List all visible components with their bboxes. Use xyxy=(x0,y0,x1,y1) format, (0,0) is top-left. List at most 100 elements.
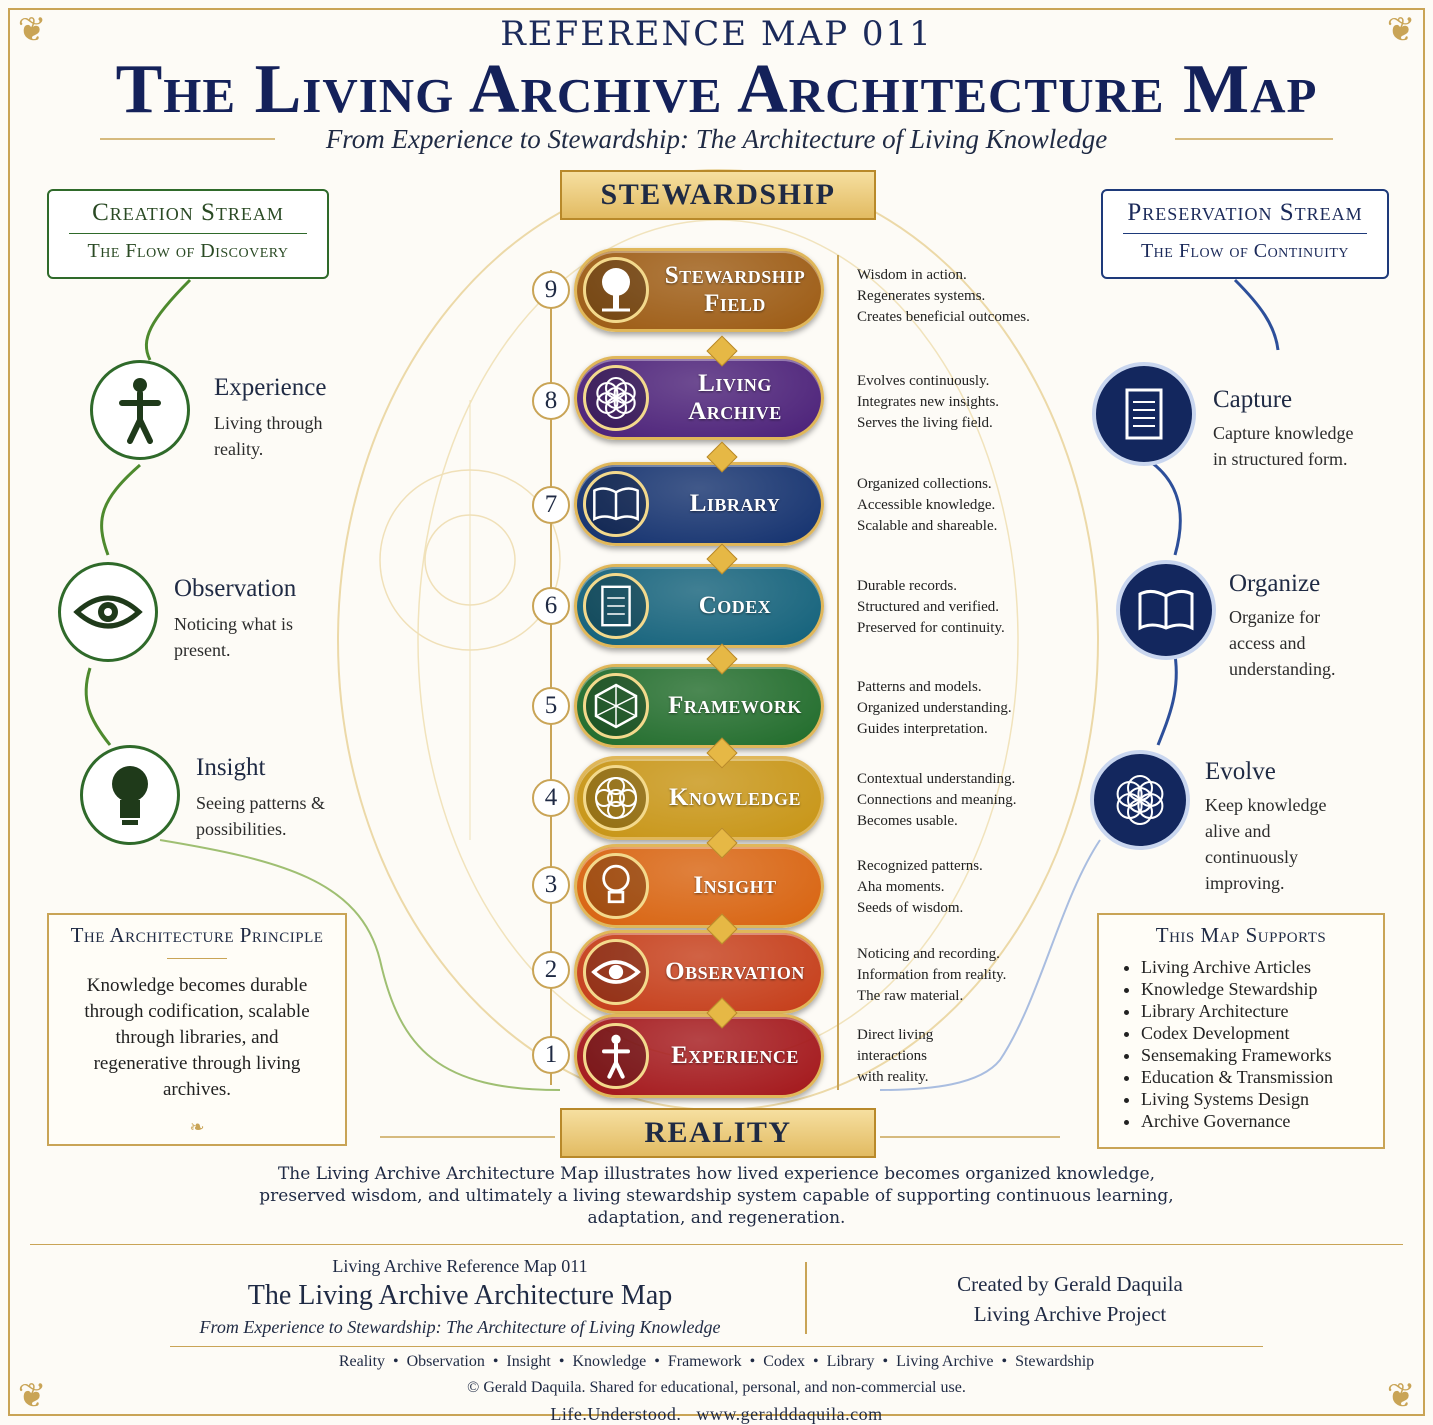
corner-ornament-icon: ❦ xyxy=(17,10,47,50)
experience-step-icon xyxy=(90,360,190,460)
footer-subtitle: From Experience to Stewardship: The Arch… xyxy=(199,1317,721,1337)
scroll-icon xyxy=(1125,388,1163,440)
level-2-pill: Observation xyxy=(574,930,824,1014)
person-icon xyxy=(119,378,161,444)
list-item: Living Archive Articles xyxy=(1141,956,1383,978)
supports-list: Living Archive Articles Knowledge Stewar… xyxy=(1099,956,1383,1132)
corner-ornament-icon: ❦ xyxy=(1386,1376,1416,1416)
footer-project: Living Archive Project xyxy=(973,1302,1167,1326)
level-7-label: Library xyxy=(689,490,781,517)
level-1-number: 1 xyxy=(532,1036,570,1074)
reference-number: REFERENCE MAP 011 xyxy=(500,14,933,54)
corner-ornament-icon: ❦ xyxy=(1386,10,1416,50)
preservation-stream-title: Preservation Stream xyxy=(1127,199,1363,226)
divider xyxy=(69,233,307,234)
level-5-number: 5 xyxy=(532,687,570,725)
level-5-description: Patterns and models.Organized understand… xyxy=(857,679,1012,737)
reality-banner: REALITY xyxy=(560,1108,876,1158)
preservation-stream-box: Preservation Stream The Flow of Continui… xyxy=(1101,189,1389,279)
open-book-icon xyxy=(583,471,649,537)
level-4-number: 4 xyxy=(532,779,570,817)
flower-of-life-icon xyxy=(583,365,649,431)
observation-step-icon xyxy=(58,562,158,662)
tree-icon xyxy=(583,257,649,323)
stewardship-banner: STEWARDSHIP xyxy=(560,170,876,220)
supports-title: This Map Supports xyxy=(1155,923,1327,947)
lightbulb-icon xyxy=(583,853,649,919)
evolve-step-title: Evolve xyxy=(1205,758,1276,785)
level-7-number: 7 xyxy=(532,486,570,524)
lightbulb-icon xyxy=(112,766,148,825)
footer-sequence: Reality • Observation • Insight • Knowle… xyxy=(338,1353,1095,1370)
divider xyxy=(805,1262,807,1334)
list-item: Codex Development xyxy=(1141,1022,1383,1044)
level-8-description: Evolves continuously.Integrates new insi… xyxy=(857,373,1000,431)
divider xyxy=(1123,233,1367,234)
level-6-number: 6 xyxy=(532,587,570,625)
organize-step-icon xyxy=(1116,560,1216,660)
level-5-label: Framework xyxy=(668,692,802,719)
level-9-pill: Stewardship Field xyxy=(574,248,824,332)
level-6-label: Codex xyxy=(698,592,772,619)
footer-website[interactable]: Life.Understood. www.geralddaquila.com xyxy=(550,1404,883,1424)
level-4-label: Knowledge xyxy=(669,784,801,811)
capture-step-title: Capture xyxy=(1213,386,1293,413)
eye-icon xyxy=(73,595,143,629)
page-title: The Living Archive Architecture Map xyxy=(115,51,1318,128)
observation-step-title: Observation xyxy=(174,575,297,602)
level-4-pill: Knowledge xyxy=(574,756,824,840)
level-3-number: 3 xyxy=(532,866,570,904)
preservation-stream-subtitle: The Flow of Continuity xyxy=(1140,240,1350,262)
insight-step-desc: Seeing patterns & possibilities. xyxy=(196,793,325,839)
geodesic-icon xyxy=(583,673,649,739)
list-item: Education & Transmission xyxy=(1141,1066,1383,1088)
creation-stream-title: Creation Stream xyxy=(92,199,284,226)
evolve-step-desc: Keep knowledge alive and continuously im… xyxy=(1205,795,1327,893)
level-8-label: Living Archive xyxy=(688,370,782,425)
footer-rule xyxy=(170,1346,1263,1347)
list-item: Archive Governance xyxy=(1141,1110,1383,1132)
level-9-number: 9 xyxy=(532,271,570,309)
organize-step-desc: Organize for access and understanding. xyxy=(1229,607,1336,679)
level-3-description: Recognized patterns.Aha moments.Seeds of… xyxy=(857,858,983,916)
level-6-description: Durable records.Structured and verified.… xyxy=(857,578,1005,636)
level-1-pill: Experience xyxy=(574,1014,824,1098)
architecture-principle-box: The Architecture Principle Knowledge bec… xyxy=(47,913,347,1146)
summary-text: The Living Archive Architecture Map illu… xyxy=(259,1164,1174,1228)
mandala-icon xyxy=(583,765,649,831)
level-2-description: Noticing and recording.Information from … xyxy=(857,946,1007,1004)
observation-step-desc: Noticing what is present. xyxy=(174,614,293,660)
level-3-pill: Insight xyxy=(574,844,824,928)
divider xyxy=(167,958,227,959)
corner-ornament-icon: ❦ xyxy=(17,1376,47,1416)
level-7-description: Organized collections.Accessible knowled… xyxy=(857,476,998,534)
footer-copyright: © Gerald Daquila. Shared for educational… xyxy=(467,1379,966,1396)
level-7-pill: Library xyxy=(574,462,824,546)
principle-title: The Architecture Principle xyxy=(70,923,324,947)
book-icon xyxy=(1138,589,1194,631)
footer-reference: Living Archive Reference Map 011 xyxy=(332,1256,588,1276)
list-item: Knowledge Stewardship xyxy=(1141,978,1383,1000)
capture-step-desc: Capture knowledge in structured form. xyxy=(1213,423,1354,469)
list-item: Sensemaking Frameworks xyxy=(1141,1044,1383,1066)
person-icon xyxy=(583,1023,649,1089)
page-subtitle: From Experience to Stewardship: The Arch… xyxy=(325,124,1108,154)
level-3-label: Insight xyxy=(693,872,777,899)
list-item: Living Systems Design xyxy=(1141,1088,1383,1110)
creation-stream-box: Creation Stream The Flow of Discovery xyxy=(47,189,329,279)
level-8-number: 8 xyxy=(532,382,570,420)
scroll-icon xyxy=(583,573,649,639)
flourish-icon: ❧ xyxy=(189,1117,205,1138)
level-2-number: 2 xyxy=(532,951,570,989)
footer-creator: Created by Gerald Daquila xyxy=(957,1272,1183,1296)
insight-step-icon xyxy=(80,745,180,845)
capture-step-icon xyxy=(1092,362,1196,466)
principle-body: Knowledge becomes durable through codifi… xyxy=(84,975,310,1100)
level-2-label: Observation xyxy=(665,958,805,985)
level-9-description: Wisdom in action.Regenerates systems.Cre… xyxy=(857,267,1030,325)
evolve-step-icon xyxy=(1090,750,1190,850)
level-4-description: Contextual understanding.Connections and… xyxy=(857,771,1017,829)
